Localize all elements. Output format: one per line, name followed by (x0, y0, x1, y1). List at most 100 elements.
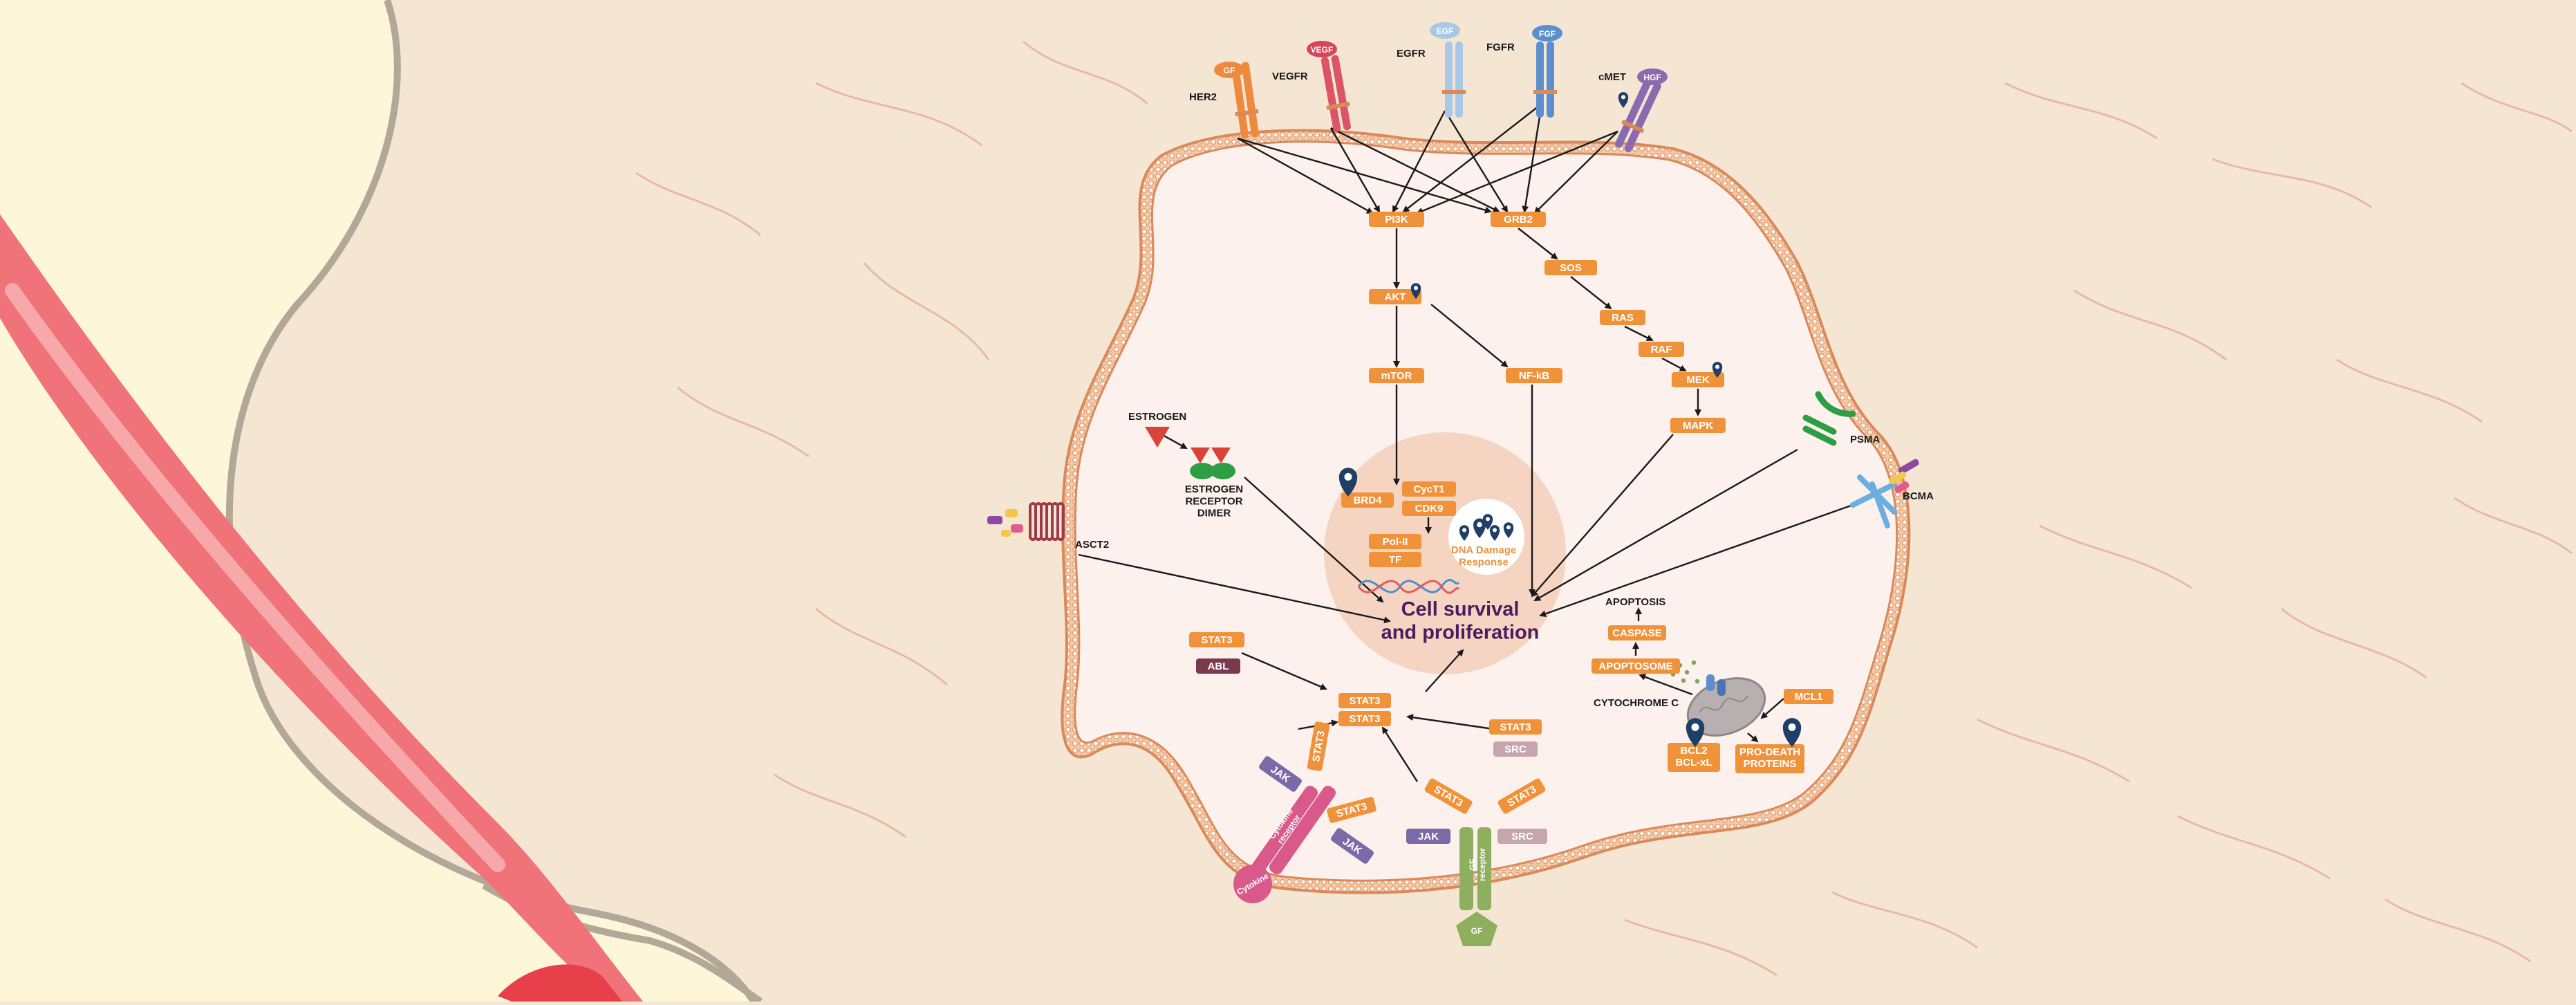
signaling-arrows (1078, 103, 1854, 782)
tissue-boundary (225, 0, 757, 1004)
her2-chains (1231, 62, 1259, 139)
fgfr-label: FGFR (1486, 42, 1515, 53)
location-marker-dot (1788, 723, 1796, 731)
node-stat3a: STAT3 (1189, 632, 1244, 647)
node-pi3k-box (1369, 212, 1424, 227)
node-abl-label: ABL (1208, 661, 1229, 672)
node-stat3b-box (1338, 693, 1391, 708)
mitochondrion-cristae (1699, 695, 1748, 713)
vegfr-chain-right (1331, 55, 1351, 131)
location-marker-dot (1715, 365, 1719, 369)
texture-stroke (1624, 919, 1777, 977)
pathway-arrow (1624, 325, 1654, 342)
her2-chain-right (1241, 62, 1259, 138)
texture-stroke (2212, 158, 2372, 209)
texture-stroke (1977, 718, 2130, 783)
node-ras: RAS (1600, 310, 1645, 325)
node-apoptosome: APOPTOSOME (1592, 658, 1680, 674)
pathway-arrow (1522, 103, 1543, 213)
node-src1-label: SRC (1504, 744, 1527, 755)
cytochrome-c-particle (1681, 678, 1686, 683)
node-nfkb: NF-kB (1506, 368, 1562, 383)
pathway-arrow (1747, 732, 1759, 743)
dna-backbone-2 (1357, 580, 1460, 594)
texture-stroke (1023, 40, 1148, 105)
texture-stroke (863, 262, 990, 360)
node-mtor: mTOR (1369, 368, 1424, 383)
bcma-receptor: BCMA (1850, 459, 1934, 528)
fgfr-chains (1533, 42, 1557, 118)
fgfr-ligand-label: FGF (1539, 29, 1556, 39)
her2-ligand-label: GF (1224, 66, 1235, 75)
cmet-chain-right (1624, 82, 1661, 153)
gf-receptor-label: GFreceptor (1468, 848, 1487, 881)
pathway-arrow (1237, 137, 1374, 214)
vegfr-ligand (1307, 41, 1337, 57)
location-marker-icon (1686, 718, 1705, 747)
asct2-substrate-yellow (1005, 509, 1018, 517)
pathway-arrow (1760, 698, 1784, 719)
apoptotic-pore-2 (1717, 679, 1726, 696)
texture-stroke (2039, 524, 2192, 589)
background-texture (635, 40, 2573, 977)
node-mek-box (1672, 372, 1724, 387)
pathway-arrow (1329, 127, 1381, 213)
estrogen-label: ESTROGEN (1128, 411, 1186, 423)
location-marker-icon (1503, 522, 1514, 538)
node-stat3e: STAT3 (1307, 721, 1330, 771)
location-marker-icon (1459, 525, 1470, 541)
fgfr-ligand (1532, 25, 1562, 42)
node-mcl1-box (1784, 689, 1833, 704)
pathway-arrow (1570, 276, 1612, 310)
bcma-shape (1850, 474, 1897, 528)
location-marker-icon (1482, 514, 1493, 530)
location-marker-dot (1477, 522, 1482, 528)
node-caspase: CASPASE (1608, 625, 1666, 640)
texture-stroke (2281, 607, 2427, 679)
pathway-arrow (1444, 110, 1509, 213)
gf-receptor-chain-2 (1477, 827, 1491, 910)
bcma-ligand-purple (1898, 459, 1919, 474)
node-stat3c-label: STAT3 (1349, 713, 1380, 725)
node-cdk9-box (1402, 501, 1456, 516)
location-marker-dot (1506, 525, 1511, 530)
node-tf: TF (1369, 552, 1421, 567)
node-mek-label: MEK (1686, 374, 1710, 386)
cmet-ligand-label: HGF (1643, 73, 1661, 82)
node-stat3f-box (1327, 797, 1376, 823)
node-src1: SRC (1493, 741, 1538, 757)
pathway-arrow (1416, 130, 1618, 214)
node-mcl1: MCL1 (1784, 689, 1833, 704)
estrogen-dimer-left (1190, 463, 1215, 479)
location-markers (1338, 92, 1802, 747)
location-marker-dot (1414, 286, 1418, 291)
node-stat3d: STAT3 (1489, 719, 1542, 735)
pathway-arrow (1381, 726, 1419, 782)
node-raf-box (1639, 342, 1684, 357)
cytochrome-c-particle (1691, 660, 1697, 665)
location-marker-dot (1344, 472, 1352, 481)
dna-backbone-1 (1357, 579, 1460, 593)
egfr-chain-left (1445, 42, 1453, 118)
node-brd4: BRD4 (1341, 492, 1394, 508)
texture-stroke (2454, 497, 2573, 555)
cmet-chain-left (1614, 77, 1652, 148)
node-stat3d-label: STAT3 (1500, 721, 1531, 733)
light-tissue-zone (0, 0, 754, 1002)
pathway-arrow (1533, 448, 1798, 602)
cytokine-ligand (1233, 865, 1272, 903)
gf-ligand-label: GF (1471, 926, 1483, 936)
node-pol2-label: Pol-II (1383, 536, 1408, 548)
node-abl: ABL (1196, 658, 1240, 674)
dna-damage-markers (1459, 514, 1514, 541)
her2-membrane-band (1235, 109, 1259, 117)
node-cyct1-label: CycT1 (1413, 483, 1444, 495)
node-jak3-box (1406, 829, 1450, 844)
node-mapk-box (1670, 418, 1726, 433)
